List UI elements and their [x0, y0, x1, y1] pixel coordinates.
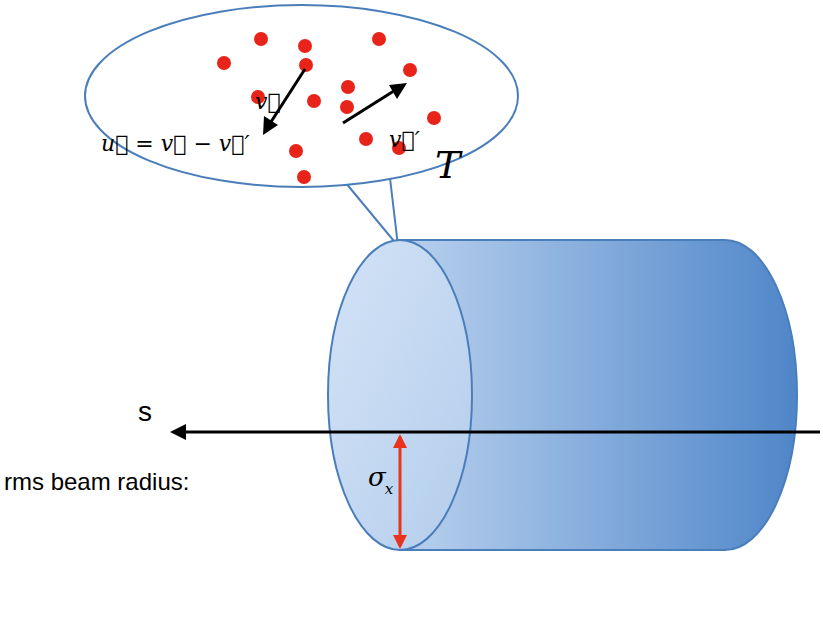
particle — [340, 100, 354, 114]
bubble-tail — [345, 178, 398, 246]
particle — [341, 80, 355, 94]
velocity-label: v⃗ — [255, 89, 281, 114]
particle — [254, 32, 268, 46]
velocity-arrow — [343, 89, 397, 123]
particle — [403, 63, 417, 77]
particle — [298, 39, 312, 53]
particle — [307, 94, 321, 108]
cylinder-face — [328, 240, 472, 550]
axis-arrowhead — [170, 424, 186, 440]
radius-label: rms beam radius: — [4, 468, 189, 496]
radius-arrow — [399, 437, 402, 546]
speech-bubble: u⃗ = v⃗ − v⃗′v⃗ v⃗′ T — [83, 3, 520, 189]
particle — [217, 56, 231, 70]
temperature-label: T — [435, 143, 460, 187]
velocity-equation: u⃗ = v⃗ − v⃗′ — [101, 131, 249, 156]
particle — [372, 32, 386, 46]
axis-label: s — [138, 396, 152, 428]
arrowhead — [263, 116, 278, 135]
subscript: x — [385, 480, 393, 498]
velocity-label: v⃗′ — [389, 127, 420, 152]
particle — [427, 111, 441, 125]
arrowhead — [389, 83, 407, 99]
particle — [289, 144, 303, 158]
beam-axis — [178, 431, 820, 434]
particle — [359, 132, 373, 146]
particle — [297, 170, 311, 184]
sigma-symbol: σ — [368, 462, 386, 492]
